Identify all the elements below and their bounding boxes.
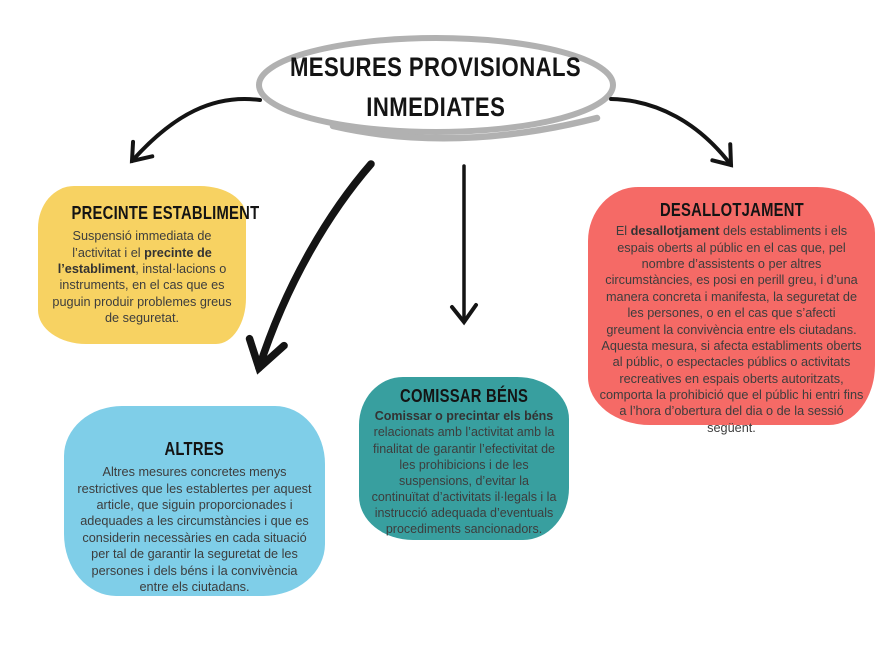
node-title-precinte: PRECINTE ESTABLIMENT [71, 202, 260, 223]
node-body-desallotjament: El desallotjament dels establiments i el… [599, 224, 864, 435]
arrow-to-desallotjament [609, 97, 734, 168]
node-title-desallotjament: DESALLOTJAMENT [659, 199, 804, 220]
central-title-line-2: INMEDIATES [366, 91, 506, 122]
node-desallotjament: DESALLOTJAMENT El desallotjament dels es… [588, 187, 875, 435]
node-title-altres: ALTRES [164, 438, 225, 459]
central-ellipse [256, 35, 616, 135]
central-node-title: MESURES PROVISIONALS INMEDIATES [266, 44, 606, 130]
node-body-comissar: Comissar o precintar els béns relacionat… [371, 409, 557, 537]
central-title-line-1: MESURES PROVISIONALS [290, 51, 582, 82]
arrow-to-precinte [129, 97, 262, 164]
node-body-altres: Altres mesures concretes menys restricti… [77, 465, 312, 594]
central-ellipse-swoosh [329, 114, 601, 142]
node-altres: ALTRES Altres mesures concretes menys re… [64, 406, 325, 596]
arrow-to-altres [245, 160, 375, 375]
node-precinte-establiment: PRECINTE ESTABLIMENT Suspensió immediata… [38, 186, 260, 344]
node-title-comissar: COMISSAR BÉNS [399, 385, 529, 406]
node-body-precinte: Suspensió immediata de l’activitat i el … [52, 229, 232, 326]
node-comissar-bens: COMISSAR BÉNS Comissar o precintar els b… [359, 377, 569, 540]
